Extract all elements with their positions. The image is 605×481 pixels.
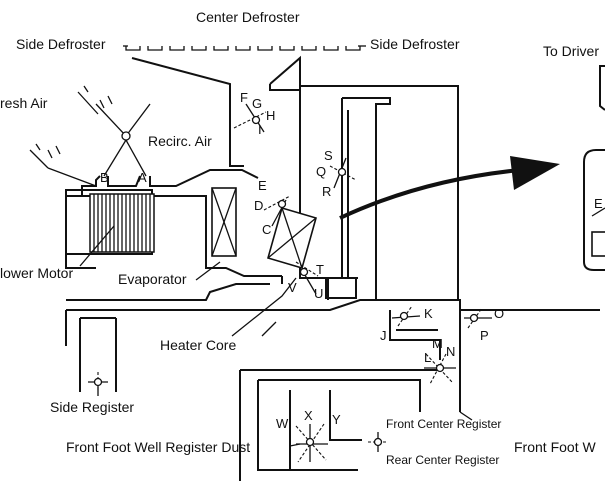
door-letter-a: A	[138, 170, 147, 185]
flow-arrow	[339, 156, 560, 220]
door-letter-j: J	[380, 328, 387, 343]
heater-core-label: Heater Core	[160, 337, 236, 353]
side-defroster-left-label: Side Defroster	[16, 36, 106, 52]
rear-center-door	[368, 432, 386, 452]
lower-case-outline	[66, 299, 600, 311]
inner-box-right	[347, 110, 358, 279]
front-center-register-leader	[459, 411, 473, 421]
door-letter-t: T	[316, 262, 324, 277]
case-upper-right	[299, 85, 459, 300]
door-jk	[391, 305, 421, 327]
door-letter-f: F	[240, 90, 248, 105]
heater-valve-box	[325, 277, 357, 299]
door-letter-s: S	[324, 148, 333, 163]
side-register-duct	[65, 310, 117, 392]
driver-inset-panel	[583, 65, 605, 271]
center-defroster-label: Center Defroster	[196, 9, 300, 25]
door-letter-y: Y	[332, 412, 341, 427]
defroster-outlet-row	[125, 46, 361, 51]
door-letter-h: H	[266, 108, 275, 123]
inset-letter-e: E	[594, 196, 603, 211]
side-register-label: Side Register	[50, 399, 134, 415]
blower-motor-leader	[79, 225, 115, 267]
side-defroster-right-label: Side Defroster	[370, 36, 460, 52]
center-register-duct	[389, 310, 461, 412]
door-letter-i: I	[258, 122, 262, 137]
front-foot-well-register-dust-label: Front Foot Well Register Dust	[66, 439, 250, 455]
rear-center-register-label: Rear Center Register	[386, 453, 499, 467]
evaporator-leader	[195, 261, 221, 281]
door-letter-n: N	[446, 344, 455, 359]
door-letter-w: W	[276, 416, 289, 431]
to-driver-label: To Driver	[543, 43, 599, 59]
door-letter-o: O	[494, 306, 504, 321]
door-letter-u: U	[314, 286, 323, 301]
recirc-air-label: Recirc. Air	[148, 133, 212, 149]
front-foot-well-duct	[239, 369, 440, 481]
evaporator	[211, 187, 237, 257]
door-qrs	[329, 157, 357, 189]
door-letter-d: D	[254, 198, 263, 213]
front-foot-w-label: Front Foot W	[514, 439, 596, 455]
foot-well-inner	[289, 390, 362, 470]
door-letter-b: B	[100, 170, 109, 185]
door-op	[464, 307, 492, 329]
door-fgh	[233, 103, 267, 133]
intake-door	[29, 85, 151, 187]
door-tuv	[295, 261, 319, 295]
door-letter-c: C	[262, 222, 271, 237]
heater-core	[267, 207, 317, 269]
door-letter-k: K	[424, 306, 433, 321]
door-letter-m: M	[432, 336, 443, 351]
evaporator-label: Evaporator	[118, 271, 187, 287]
front-center-register-label: Front Center Register	[386, 417, 501, 431]
inner-partition	[341, 97, 391, 300]
door-cde	[263, 195, 291, 227]
door-letter-g: G	[252, 96, 262, 111]
defroster-duct-left	[131, 57, 244, 167]
door-letter-l: L	[424, 350, 431, 365]
front-foot-well-leader	[289, 443, 301, 447]
door-lmn	[424, 353, 456, 385]
defroster-duct-right	[269, 55, 301, 86]
door-letter-x: X	[304, 408, 313, 423]
door-letter-r: R	[322, 184, 331, 199]
door-letter-p: P	[480, 328, 489, 343]
blower-motor-label: lower Motor	[0, 265, 73, 281]
door-letter-v: V	[288, 280, 297, 295]
door-letter-e: E	[258, 178, 267, 193]
fresh-air-label: resh Air	[0, 95, 48, 111]
door-letter-q: Q	[316, 164, 326, 179]
defroster-upper-box	[269, 84, 300, 91]
main-case-bottom	[66, 276, 283, 301]
door-wxy	[295, 423, 328, 463]
heater-core-leader	[231, 277, 297, 337]
